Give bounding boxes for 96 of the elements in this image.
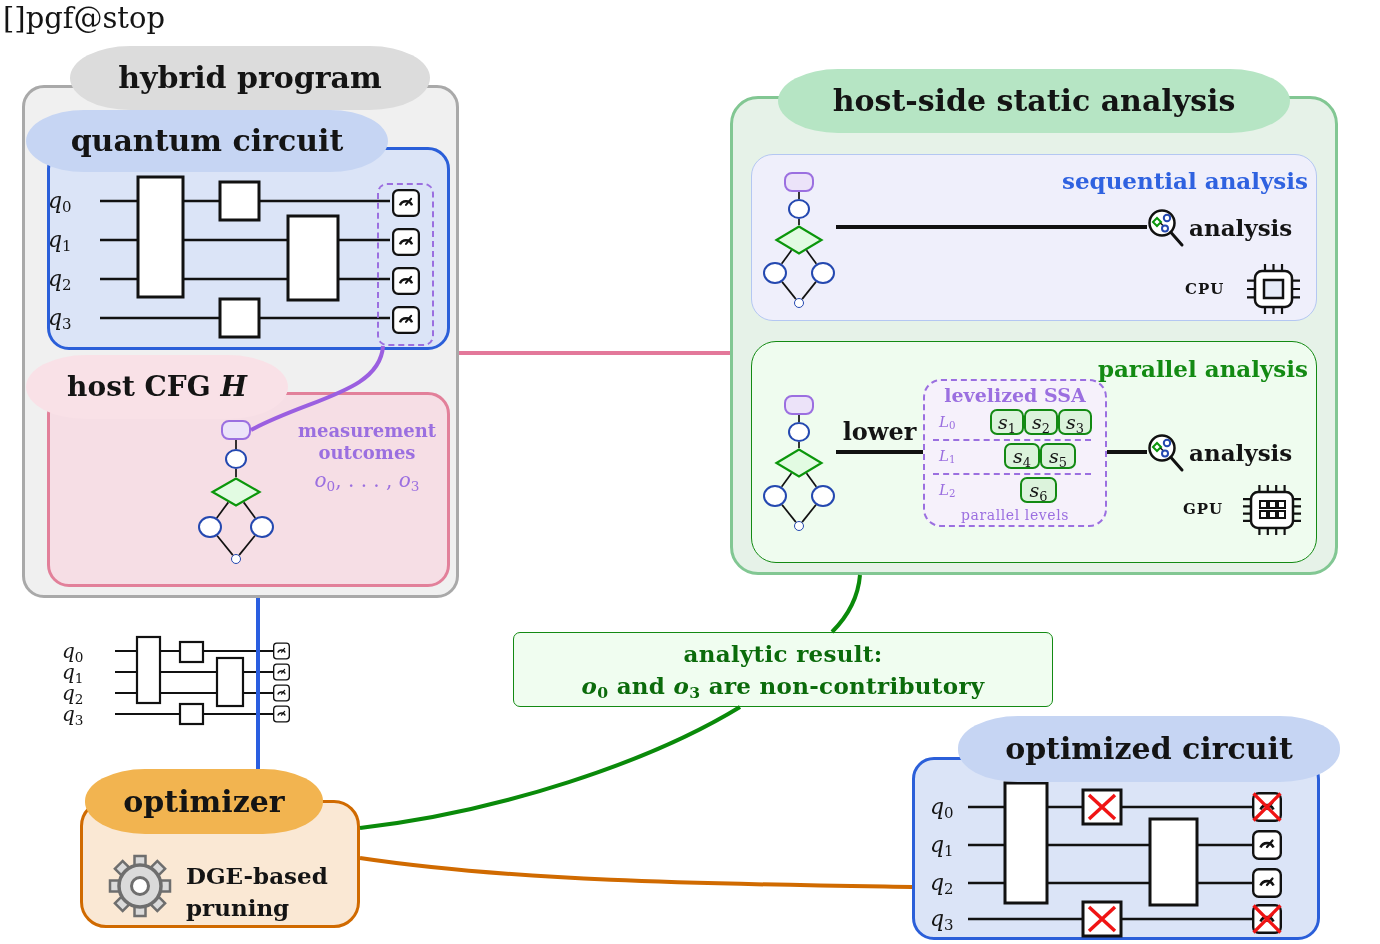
block-node <box>763 262 787 284</box>
exit-node <box>231 554 241 564</box>
panel-title: levelized SSA <box>943 384 1087 406</box>
block-node <box>788 199 810 219</box>
block-node <box>225 449 247 469</box>
panel-title: parallel analysis <box>1097 355 1308 383</box>
connector-line <box>238 534 256 556</box>
callout-text: o$_{0}$, . . . , o$_{3}$ <box>313 468 421 492</box>
branch-diamond <box>211 477 261 507</box>
connector-line <box>798 441 800 449</box>
connector-line <box>235 439 237 450</box>
section-title: optimizer <box>85 769 323 834</box>
connector-line <box>459 351 730 355</box>
block-node <box>763 485 787 507</box>
exit-node <box>794 298 804 308</box>
step-description: DGE-based pruning <box>186 861 329 923</box>
circuit-panel <box>26 110 450 350</box>
step-label: analysis <box>1189 213 1293 243</box>
qubit-label: q$_{3}$ <box>930 908 954 930</box>
block-node <box>198 516 222 538</box>
connector-line <box>256 598 260 769</box>
level-label: L$_{0}$ <box>939 414 956 430</box>
qubit-label: q$_{0}$ <box>48 190 72 212</box>
connector-line <box>781 281 797 300</box>
measurement-frame <box>377 183 434 346</box>
edge-label: lower <box>842 418 917 446</box>
connector-line <box>215 501 230 519</box>
analysis-panel <box>730 69 1338 575</box>
level-caption: parallel levels <box>959 507 1071 523</box>
connector-line <box>235 468 237 478</box>
section-title: quantum circuit <box>26 110 388 172</box>
block-node <box>811 485 835 507</box>
ssa-statement: s$_{3}$ <box>1058 409 1092 435</box>
analysis-subpanel <box>751 154 1317 321</box>
exit-node <box>794 521 804 531</box>
qubit-label: q$_{2}$ <box>48 268 72 290</box>
block-node <box>811 262 835 284</box>
branch-diamond <box>775 225 823 255</box>
connector-line <box>798 414 800 423</box>
block-node <box>788 422 810 442</box>
qubit-label: q$_{1}$ <box>930 834 954 856</box>
measurement-block <box>784 172 814 192</box>
connector-line <box>830 574 862 634</box>
connector-line <box>242 501 257 519</box>
processor-label: GPU <box>1183 500 1224 518</box>
connector-line <box>250 345 385 432</box>
ssa-statement: s$_{6}$ <box>1020 477 1057 503</box>
connector-line <box>359 705 741 830</box>
branch-diamond <box>775 448 823 478</box>
connector-line <box>798 191 800 200</box>
ssa-statement: s$_{5}$ <box>1040 443 1076 469</box>
connector-line <box>836 450 923 454</box>
measurement-block <box>221 420 251 440</box>
connector-line <box>801 281 817 300</box>
qubit-label: q$_{2}$ <box>62 683 84 703</box>
connector-line <box>780 472 793 488</box>
connector-line <box>801 504 817 523</box>
connector-line <box>216 534 234 556</box>
section-title: hybrid program <box>70 46 430 110</box>
qubit-label: q$_{1}$ <box>62 662 84 682</box>
ssa-statement: s$_{1}$ <box>990 409 1024 435</box>
stray-text: []pgf@stop <box>3 0 166 36</box>
qubit-label: q$_{1}$ <box>48 229 72 251</box>
circuit-panel <box>912 716 1340 940</box>
callout-text: measurement outcomes <box>296 420 438 464</box>
analysis-subpanel <box>751 341 1317 563</box>
processor-label: CPU <box>1185 280 1225 298</box>
ssa-statement: s$_{2}$ <box>1024 409 1058 435</box>
qubit-label: q$_{0}$ <box>62 641 84 661</box>
program-panel <box>22 46 459 598</box>
qubit-label: q$_{0}$ <box>930 796 954 818</box>
level-label: L$_{2}$ <box>939 482 956 498</box>
block-node <box>250 516 274 538</box>
result-note <box>513 632 1053 707</box>
connector-line <box>1107 450 1147 454</box>
section-title: host-side static analysis <box>778 69 1290 133</box>
qubit-label: q$_{3}$ <box>48 307 72 329</box>
connector-line <box>798 218 800 226</box>
panel-title: sequential analysis <box>1062 167 1308 195</box>
connector-line <box>805 249 818 265</box>
optimizer-panel <box>80 769 360 928</box>
section-title: optimized circuit <box>958 716 1340 782</box>
connector-line <box>780 249 793 265</box>
note-text: o$_{0}$ and o$_{3}$ are non-contributory <box>581 670 985 702</box>
cfg-panel <box>26 355 450 587</box>
step-label: analysis <box>1189 438 1293 468</box>
note-heading: analytic result: <box>683 638 883 669</box>
connector-line <box>836 225 1147 229</box>
connector-line <box>359 856 913 889</box>
connector-line <box>781 504 797 523</box>
ssa-statement: s$_{4}$ <box>1004 443 1040 469</box>
measurement-block <box>784 395 814 415</box>
level-label: L$_{1}$ <box>939 448 956 464</box>
connector-line <box>805 472 818 488</box>
qubit-label: q$_{2}$ <box>930 872 954 894</box>
qubit-label: q$_{3}$ <box>62 704 84 724</box>
